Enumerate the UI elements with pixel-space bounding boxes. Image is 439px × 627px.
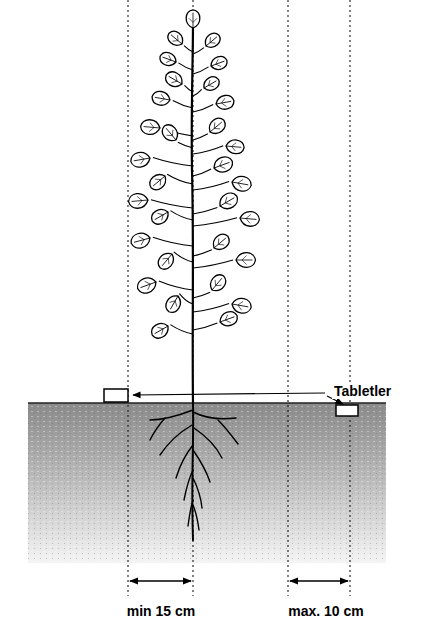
plant xyxy=(128,10,260,403)
callout-label: Tabletler xyxy=(332,384,393,399)
tablets xyxy=(104,389,358,416)
dimension-arrows xyxy=(130,580,348,581)
dimension-label: min 15 cm xyxy=(127,604,195,619)
soil xyxy=(28,403,386,563)
tablet xyxy=(336,405,358,416)
leader-lines xyxy=(133,393,343,404)
dimension-label: max. 10 cm xyxy=(288,604,364,619)
roots xyxy=(150,403,238,540)
guide-lines xyxy=(128,0,350,596)
tablet xyxy=(104,389,128,402)
